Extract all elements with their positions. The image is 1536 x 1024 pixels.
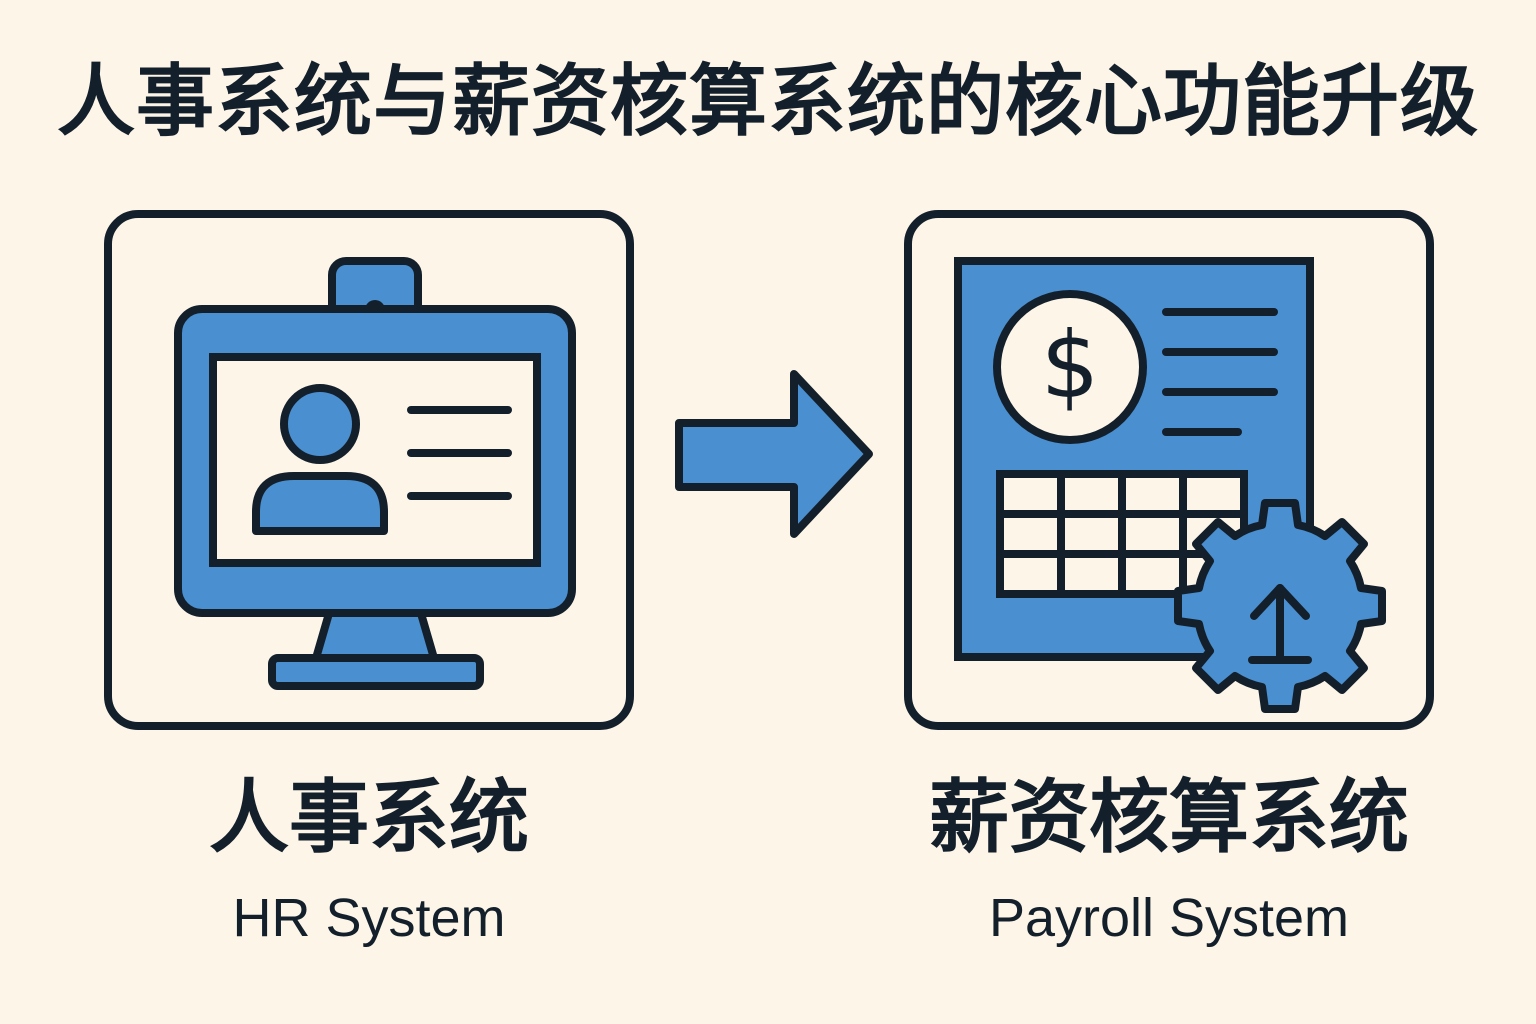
payroll-system-label-en: Payroll System — [988, 888, 1350, 948]
hr-system-label-en: HR System — [232, 888, 506, 948]
gear-upgrade-icon — [1174, 499, 1386, 713]
hr-computer-icon — [174, 257, 576, 690]
diagram-title: 人事系统与薪资核算系统的核心功能升级 — [56, 57, 1479, 147]
person-body-icon — [252, 472, 388, 535]
dollar-sign: $ — [1041, 312, 1100, 419]
hr-system-label-zh: 人事系统 — [209, 771, 529, 864]
payroll-system-panel: $ — [904, 210, 1434, 730]
dollar-coin-icon — [993, 290, 1147, 444]
person-head-icon — [280, 384, 360, 464]
hr-system-panel — [104, 210, 634, 730]
right-arrow-icon — [675, 370, 873, 538]
payroll-system-label-zh: 薪资核算系统 — [929, 771, 1409, 864]
monitor-base — [268, 654, 484, 690]
payroll-document-icon: $ — [954, 257, 1386, 713]
